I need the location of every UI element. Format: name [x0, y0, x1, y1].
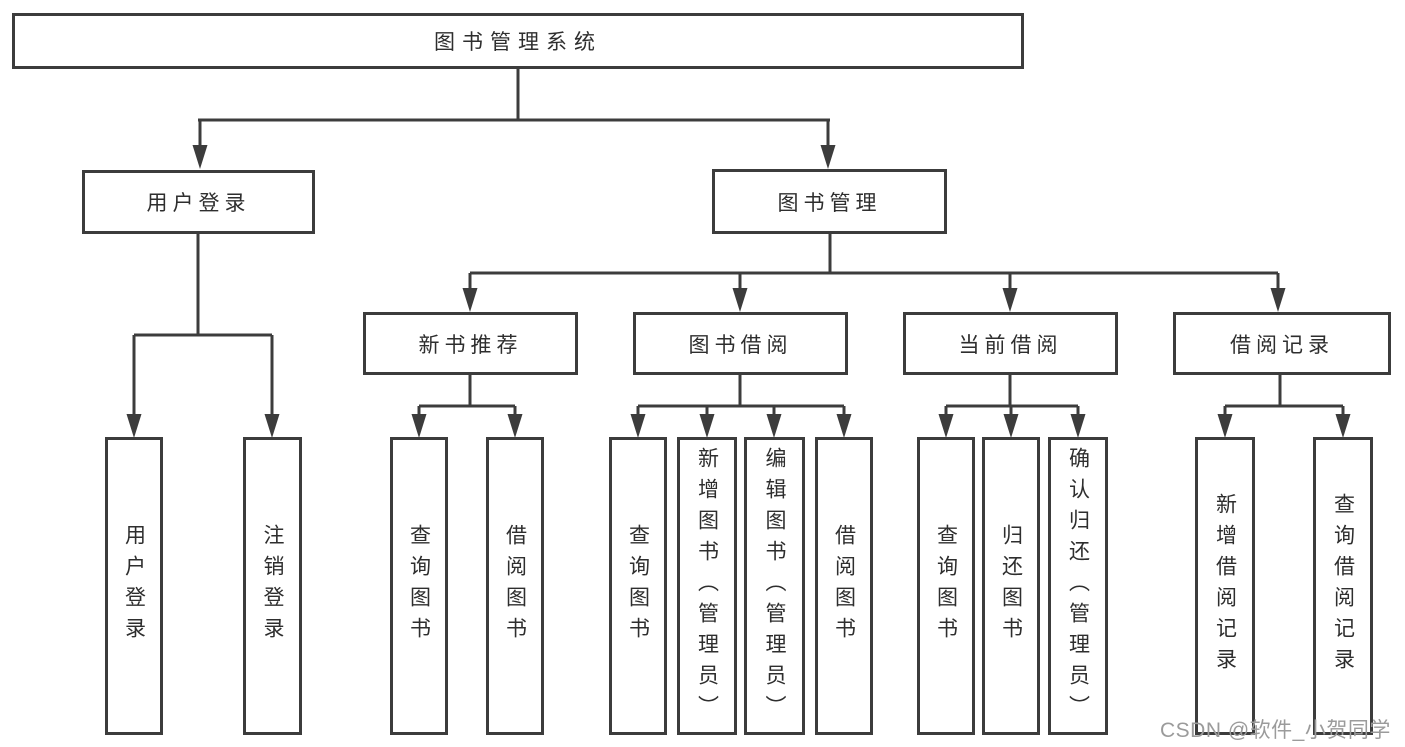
leaf-borrow-edit-book-admin: 编辑图书（管理员） — [744, 437, 805, 735]
node-label: 图书管理系统 — [434, 31, 602, 54]
leaf-borrow-add-book-admin: 新增图书（管理员） — [677, 437, 737, 735]
node-current-borrowing: 当前借阅 — [903, 312, 1118, 375]
node-label: 借阅记录 — [1230, 333, 1334, 357]
node-book-management: 图书管理 — [712, 169, 947, 234]
leaf-recommend-borrow-book: 借阅图书 — [486, 437, 544, 735]
node-label: 图书管理 — [777, 191, 882, 215]
leaf-current-query-book: 查询图书 — [917, 437, 975, 735]
leaf-logout: 注销登录 — [243, 437, 302, 735]
node-label: 新增图书（管理员） — [695, 446, 719, 726]
leaf-recommend-query-book: 查询图书 — [390, 437, 448, 735]
node-label: 归还图书 — [999, 524, 1023, 648]
leaf-borrow-borrow-book: 借阅图书 — [815, 437, 873, 735]
node-borrow-records: 借阅记录 — [1173, 312, 1391, 375]
node-library-management-system: 图书管理系统 — [12, 13, 1024, 69]
node-label: 当前借阅 — [958, 333, 1063, 357]
node-book-borrowing: 图书借阅 — [633, 312, 848, 375]
csdn-watermark: CSDN @软件_小贺同学 — [1160, 719, 1391, 742]
node-new-book-recommend: 新书推荐 — [363, 312, 578, 375]
leaf-borrow-query-book: 查询图书 — [609, 437, 667, 735]
leaf-current-confirm-return-admin: 确认归还（管理员） — [1048, 437, 1108, 735]
node-label: 查询图书 — [934, 524, 958, 648]
node-label: 查询图书 — [626, 524, 650, 648]
node-label: 查询借阅记录 — [1331, 493, 1355, 679]
node-label: 查询图书 — [407, 524, 431, 648]
node-label: 用户登录 — [122, 524, 146, 648]
node-label: 确认归还（管理员） — [1066, 446, 1090, 726]
leaf-query-borrow-record: 查询借阅记录 — [1313, 437, 1373, 735]
node-user-login: 用户登录 — [82, 170, 315, 234]
node-label: 借阅图书 — [832, 524, 856, 648]
node-label: 借阅图书 — [503, 524, 527, 648]
leaf-current-return-book: 归还图书 — [982, 437, 1040, 735]
node-label: 用户登录 — [146, 192, 251, 215]
node-label: 编辑图书（管理员） — [763, 446, 786, 726]
node-label: 新书推荐 — [418, 333, 523, 357]
node-label: 新增借阅记录 — [1213, 493, 1237, 679]
node-label: 图书借阅 — [688, 333, 793, 357]
node-label: 注销登录 — [261, 524, 284, 648]
leaf-user-login: 用户登录 — [105, 437, 163, 735]
arrowheads — [126, 145, 1351, 438]
leaf-add-borrow-record: 新增借阅记录 — [1195, 437, 1255, 735]
